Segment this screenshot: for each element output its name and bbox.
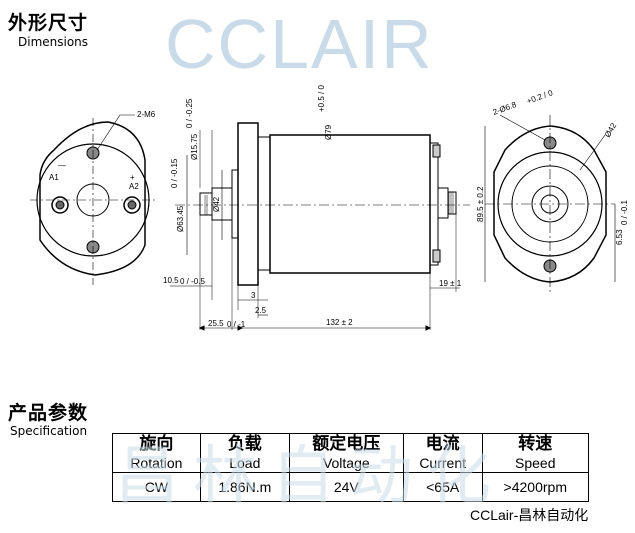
spec-title-cn: 产品参数 bbox=[8, 402, 89, 424]
front-view bbox=[30, 114, 155, 285]
col-label-cn: 电流 bbox=[425, 434, 460, 453]
dim-6-53: 6.53 bbox=[615, 229, 624, 245]
dim-d42: Ø42 bbox=[212, 196, 221, 212]
terminal-plus-sign: + bbox=[130, 173, 135, 182]
spec-value-load: 1.86N.m bbox=[199, 472, 290, 502]
dim-6-53-tol: 0 / -0.1 bbox=[620, 200, 629, 225]
col-label-cn: 额定电压 bbox=[312, 434, 381, 453]
brand-caption: CCLair-昌林自动化 bbox=[470, 507, 589, 523]
col-label-en: Load bbox=[229, 455, 261, 471]
col-label-cn: 负载 bbox=[227, 434, 262, 453]
col-label-cn: 旋向 bbox=[139, 434, 174, 453]
col-label-en: Current bbox=[419, 455, 466, 471]
spec-col-voltage: 额定电压 Voltage bbox=[288, 433, 404, 473]
side-view bbox=[170, 122, 470, 331]
spec-value-speed: >4200rpm bbox=[481, 472, 590, 502]
col-label-en: Speed bbox=[515, 455, 556, 471]
dim-d79: Ø79 bbox=[324, 124, 333, 140]
spec-col-rotation: 旋向 Rotation bbox=[112, 433, 201, 473]
dimensions-title-en: Dimensions bbox=[18, 35, 89, 49]
spec-value-row: CW 1.86N.m 24V <65A >4200rpm bbox=[112, 472, 590, 502]
spec-value-current: <65A bbox=[402, 472, 483, 502]
dimension-drawing: 2-M6 A1 — A2 + Ø15.75 0 / -0 bbox=[30, 85, 629, 331]
terminal-minus-sign: — bbox=[58, 161, 66, 170]
col-label-cn: 转速 bbox=[518, 434, 553, 453]
dim-2-d6-8-tol: +0.2 / 0 bbox=[526, 88, 555, 106]
dim-3: 3 bbox=[251, 291, 256, 300]
terminal-a1-label: A1 bbox=[49, 173, 59, 182]
dim-d63-45-tol: 0 / -0.15 bbox=[170, 158, 179, 188]
dim-d63-45: Ø63.45 bbox=[176, 205, 185, 232]
dim-10-5-tol: 0 / -0.5 bbox=[180, 277, 205, 286]
dim-end-d42: Ø42 bbox=[603, 121, 619, 139]
dim-132: 132 ± 2 bbox=[326, 318, 353, 327]
label-2-m6: 2-M6 bbox=[137, 110, 156, 119]
dim-d15-75-tol: 0 / -0.25 bbox=[185, 98, 194, 128]
spec-col-current: 电流 Current bbox=[402, 433, 483, 473]
dim-10-5: 10.5 bbox=[163, 276, 179, 285]
terminal-a2-label: A2 bbox=[129, 182, 139, 191]
dim-2-d6-8: 2-Ø6.8 bbox=[492, 100, 519, 117]
spec-value-rotation: CW bbox=[112, 472, 201, 502]
dimensions-title-cn: 外形尺寸 bbox=[8, 12, 89, 34]
dim-25-5-tol: 0 / -1 bbox=[227, 320, 246, 329]
end-view bbox=[484, 114, 616, 295]
watermark-cclair: CCLAIR bbox=[165, 5, 434, 83]
dim-25-5: 25.5 bbox=[208, 319, 224, 328]
col-label-en: Voltage bbox=[322, 455, 370, 471]
watermark-changlin: 昌林自动化 bbox=[115, 440, 505, 512]
dim-d79-tol: +0.5 / 0 bbox=[317, 85, 326, 112]
dim-89-5: 89.5 ± 0.2 bbox=[476, 186, 485, 222]
col-label-en: Rotation bbox=[130, 455, 183, 471]
spec-title-en: Specification bbox=[10, 424, 88, 438]
dim-2-5: 2.5 bbox=[255, 306, 267, 315]
dim-19: 19 ± 1 bbox=[439, 279, 462, 288]
dim-d15-75: Ø15.75 bbox=[190, 133, 199, 160]
spec-value-voltage: 24V bbox=[288, 472, 404, 502]
spec-col-speed: 转速 Speed bbox=[481, 433, 590, 473]
